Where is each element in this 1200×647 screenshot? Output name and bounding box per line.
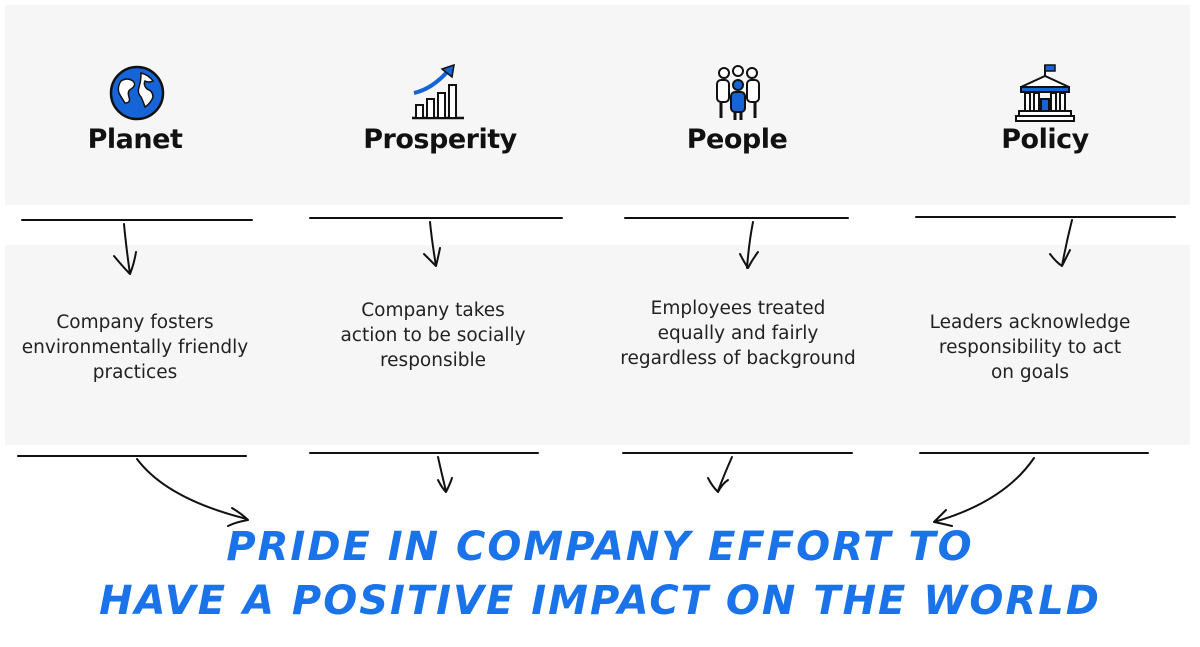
government-building-icon: [1015, 63, 1075, 123]
arrow-curve-policy: [933, 457, 1035, 527]
pillar-title-planet: Planet: [87, 124, 183, 155]
globe-icon: [107, 63, 167, 123]
arrow-curve-planet: [136, 458, 249, 527]
pillar-description-planet: Company fosters environmentally friendly…: [21, 312, 249, 383]
arrow-down-people-bottom: [707, 456, 733, 493]
pillar-title-policy: Policy: [1001, 124, 1089, 155]
headline-line-1: PRIDE IN COMPANY EFFORT TO: [226, 524, 974, 570]
arrow-down-people: [739, 221, 759, 269]
growth-chart-icon: [408, 63, 468, 123]
pillar-description-prosperity: Company takes action to be socially resp…: [340, 300, 526, 371]
pillar-title-people: People: [686, 124, 788, 155]
headline-line-2: HAVE A POSITIVE IMPACT ON THE WORLD: [99, 578, 1101, 624]
arrow-down-prosperity-bottom: [437, 456, 453, 493]
pillars-header-band: [5, 5, 1190, 205]
pillars-description-band: [5, 245, 1190, 445]
arrow-down-policy: [1049, 219, 1073, 267]
pillar-title-prosperity: Prosperity: [363, 124, 517, 155]
pillar-description-people: Employees treated equally and fairly reg…: [620, 298, 856, 369]
arrow-down-planet: [113, 223, 137, 275]
arrow-down-prosperity: [423, 221, 441, 267]
people-group-icon: [708, 63, 768, 123]
pillar-description-policy: Leaders acknowledge responsibility to ac…: [929, 312, 1131, 383]
